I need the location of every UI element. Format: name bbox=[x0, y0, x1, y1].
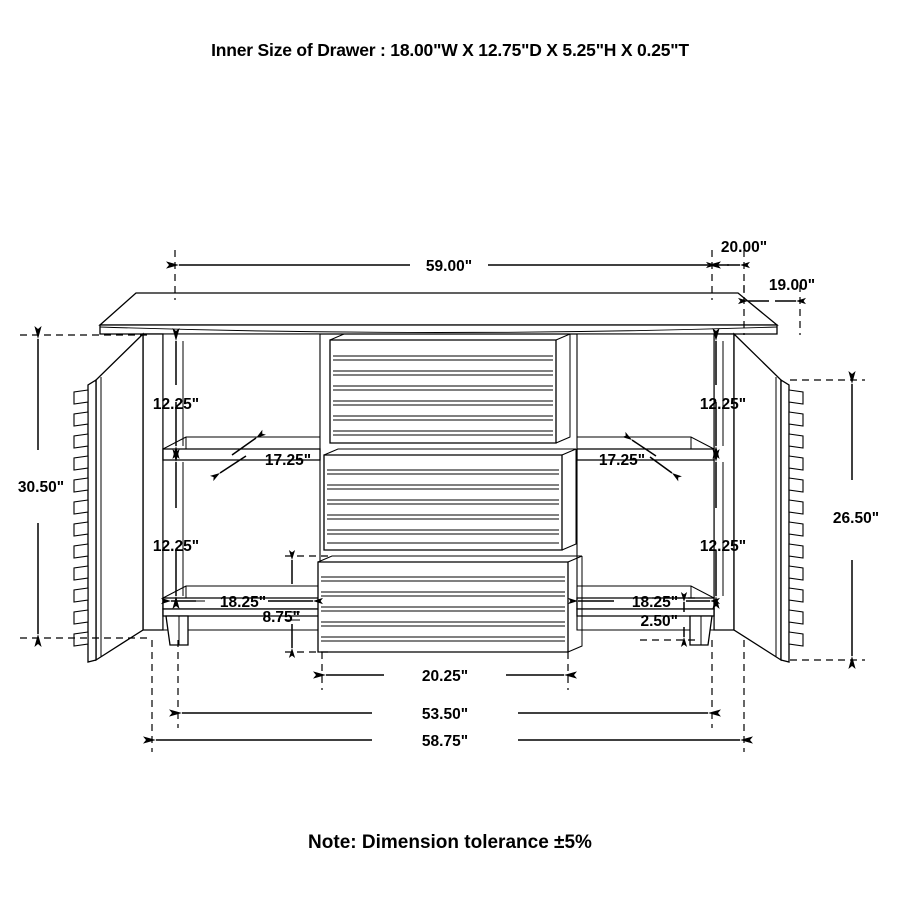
dim-58-75-label: 58.75" bbox=[422, 733, 468, 750]
dim-20-25: 20.25" bbox=[313, 668, 577, 685]
dim-59-label: 59.00" bbox=[426, 258, 472, 275]
right-door[interactable] bbox=[733, 332, 804, 663]
dim-12-25-lower-left-label: 12.25" bbox=[153, 538, 199, 555]
dim-18-25-right-label: 18.25" bbox=[632, 594, 678, 611]
dim-12-25-upper-right: 12.25" bbox=[700, 328, 746, 459]
drawer-bottom[interactable] bbox=[317, 555, 583, 653]
dim-19-label: 19.00" bbox=[769, 277, 815, 294]
left-door[interactable] bbox=[73, 332, 144, 663]
cabinet-feet bbox=[165, 615, 713, 646]
dim-19: 19.00" bbox=[738, 277, 815, 305]
dim-18-25-right: 18.25" bbox=[568, 594, 720, 611]
dim-20-label: 20.00" bbox=[721, 239, 767, 256]
dim-12-25-upper-left-label: 12.25" bbox=[153, 396, 199, 413]
dim-12-25-upper-left: 12.25" bbox=[153, 328, 199, 459]
dim-2-50-label: 2.50" bbox=[640, 613, 678, 630]
dim-12-25-lower-left: 12.25" bbox=[153, 449, 199, 609]
dim-53-50-label: 53.50" bbox=[422, 706, 468, 723]
dim-12-25-lower-right: 12.25" bbox=[700, 449, 746, 609]
dim-12-25-lower-right-label: 12.25" bbox=[700, 538, 746, 555]
drawer-middle[interactable] bbox=[323, 448, 577, 551]
dim-17-25-right-label: 17.25" bbox=[599, 452, 645, 469]
dim-30-50-label: 30.50" bbox=[18, 479, 64, 496]
right-side-panel bbox=[713, 333, 735, 631]
dim-53-50: 53.50" bbox=[169, 706, 721, 723]
dim-26-50-label: 26.50" bbox=[833, 510, 879, 527]
dim-12-25-upper-right-label: 12.25" bbox=[700, 396, 746, 413]
dim-18-25-left-label: 18.25" bbox=[220, 594, 266, 611]
left-side-panel bbox=[142, 333, 164, 631]
cabinet-top-panel bbox=[98, 292, 779, 335]
dim-30-50: 30.50" bbox=[18, 326, 64, 647]
dim-18-25-left: 18.25" bbox=[161, 594, 323, 611]
dim-17-25-right: 17.25" bbox=[599, 431, 682, 482]
dim-17-25-left: 17.25" bbox=[209, 429, 311, 482]
dim-59: 59.00" bbox=[166, 258, 721, 275]
left-door-fluting bbox=[73, 389, 89, 647]
dim-8-75-label: 8.75" bbox=[262, 609, 300, 626]
left-compartment-interior bbox=[162, 333, 321, 631]
right-compartment-interior bbox=[576, 333, 715, 631]
center-drawer-stack bbox=[317, 333, 583, 653]
dim-8-75: 8.75" bbox=[262, 550, 300, 658]
drawer-top[interactable] bbox=[329, 333, 571, 444]
dim-58-75: 58.75" bbox=[143, 733, 753, 750]
dim-2-50: 2.50" bbox=[640, 592, 688, 647]
page-title: Inner Size of Drawer : 18.00"W X 12.75"D… bbox=[211, 40, 689, 60]
right-door-fluting bbox=[788, 389, 804, 647]
dim-20: 20.00" bbox=[706, 239, 767, 269]
dim-20-25-label: 20.25" bbox=[422, 668, 468, 685]
cabinet-body bbox=[73, 292, 804, 663]
dim-26-50: 26.50" bbox=[833, 371, 879, 669]
tolerance-note: Note: Dimension tolerance ±5% bbox=[308, 832, 592, 853]
dim-17-25-left-label: 17.25" bbox=[265, 452, 311, 469]
